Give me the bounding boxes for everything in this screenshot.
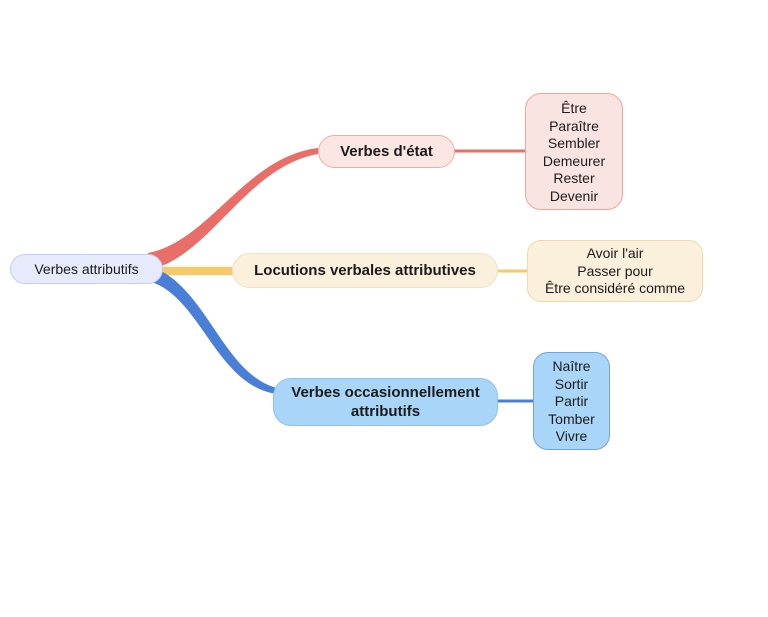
leaf-item: Passer pour (577, 262, 653, 279)
leaf-item: Demeurer (542, 152, 606, 169)
root-node-verbes-attributifs[interactable]: Verbes attributifs (10, 254, 163, 284)
leaf-item: Partir (554, 393, 589, 409)
branch-node-locutions-verbales[interactable]: Locutions verbales attributives (232, 253, 498, 288)
branch-node-label: Locutions verbales attributives (254, 262, 476, 279)
leaf-item: Être considéré comme (544, 280, 686, 296)
leaf-item: Avoir l'air (586, 245, 644, 261)
leaf-item: Sembler (547, 135, 601, 151)
leaf-node-verbes-etat-list[interactable]: Être Paraître Sembler Demeurer Rester De… (525, 93, 623, 210)
leaf-item: Devenir (549, 187, 599, 204)
branch-node-verbes-occasionnels[interactable]: Verbes occasionnellement attributifs (273, 378, 498, 426)
leaf-node-occasionnels-list[interactable]: Naître Sortir Partir Tomber Vivre (533, 352, 610, 450)
branch-node-verbes-etat[interactable]: Verbes d'état (318, 135, 455, 168)
branch-curve-etat (148, 148, 318, 270)
root-node-label: Verbes attributifs (34, 261, 139, 277)
leaf-node-locutions-list[interactable]: Avoir l'air Passer pour Être considéré c… (527, 240, 703, 302)
branch-node-label: Verbes d'état (340, 143, 433, 160)
branch-node-label: Verbes occasionnellement attributifs (291, 384, 480, 420)
leaf-item: Sortir (554, 375, 589, 392)
leaf-item: Vivre (555, 428, 588, 444)
leaf-item: Naître (552, 358, 591, 374)
leaf-item: Tomber (548, 410, 595, 427)
leaf-item: Être (561, 100, 587, 116)
leaf-item: Paraître (549, 117, 599, 134)
leaf-item: Rester (553, 170, 595, 186)
